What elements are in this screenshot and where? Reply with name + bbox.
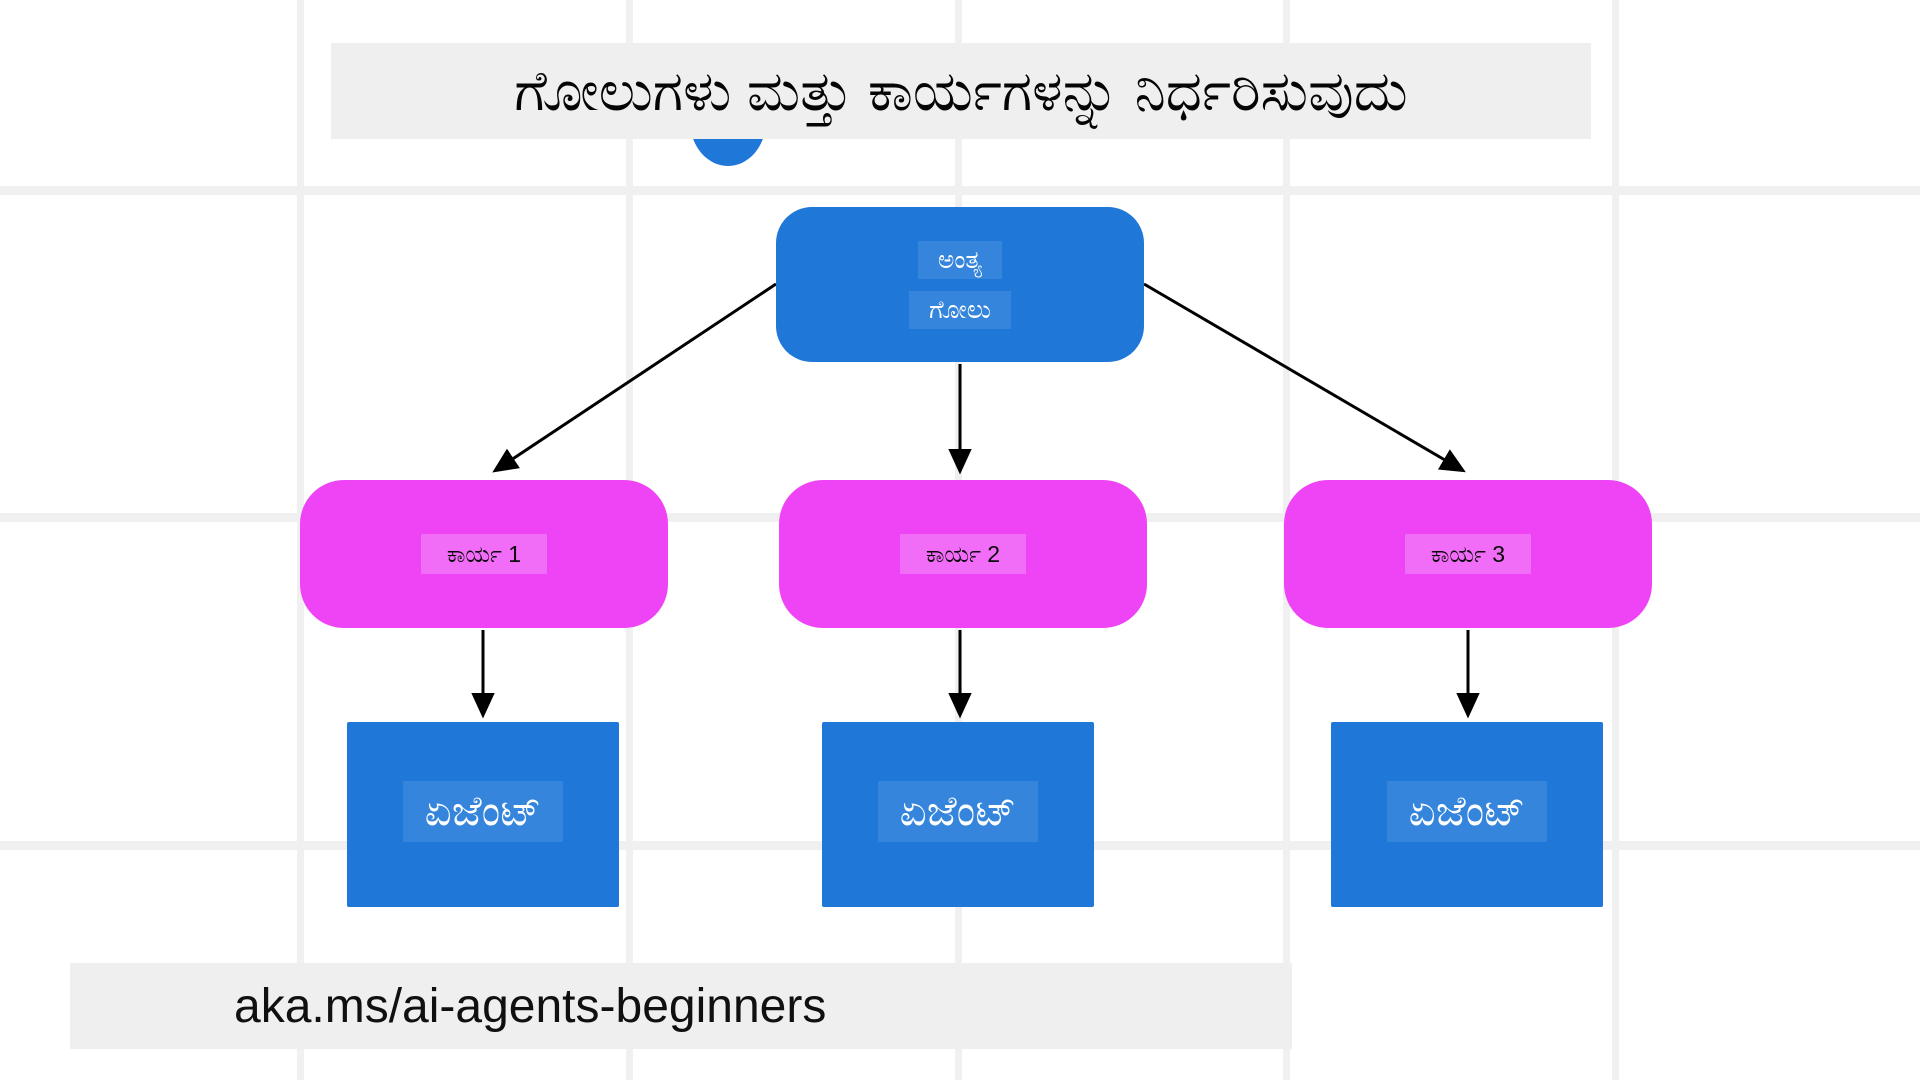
node-task-3[interactable]: ಕಾರ್ಯ 3 — [1284, 480, 1652, 628]
node-agent-2-label: ಏಜೆಂಟ್ — [877, 781, 1039, 842]
node-task-2[interactable]: ಕಾರ್ಯ 2 — [779, 480, 1147, 628]
node-agent-2[interactable]: ಏಜೆಂಟ್ — [822, 722, 1094, 907]
node-end-goal-line2: ಗೋಲು — [909, 290, 1011, 329]
node-task-1[interactable]: ಕಾರ್ಯ 1 — [300, 480, 668, 628]
edge-goal-to-task-1 — [492, 282, 777, 473]
title-banner: ಗೋಲುಗಳು ಮತ್ತು ಕಾರ್ಯಗಳನ್ನು ನಿರ್ಧರಿಸುವುದು — [331, 43, 1591, 139]
grid-line-horizontal — [0, 186, 1920, 195]
node-end-goal-line1: ಅಂತ್ಯ — [917, 240, 1003, 279]
page-title: ಗೋಲುಗಳು ಮತ್ತು ಕಾರ್ಯಗಳನ್ನು ನಿರ್ಧರಿಸುವುದು — [514, 58, 1408, 122]
node-task-3-label: ಕಾರ್ಯ 3 — [1404, 533, 1532, 575]
node-agent-3[interactable]: ಏಜೆಂಟ್ — [1331, 722, 1603, 907]
footer-banner: aka.ms/ai-agents-beginners — [70, 963, 1292, 1049]
edge-goal-to-task-3 — [1143, 282, 1466, 473]
node-task-2-label: ಕಾರ್ಯ 2 — [899, 533, 1027, 575]
node-end-goal[interactable]: ಅಂತ್ಯ ಗೋಲು — [776, 207, 1144, 362]
node-task-1-label: ಕಾರ್ಯ 1 — [420, 533, 548, 575]
node-agent-3-label: ಏಜೆಂಟ್ — [1386, 781, 1548, 842]
node-agent-1[interactable]: ಏಜೆಂಟ್ — [347, 722, 619, 907]
node-agent-1-label: ಏಜೆಂಟ್ — [402, 781, 564, 842]
footer-url: aka.ms/ai-agents-beginners — [234, 979, 827, 1033]
